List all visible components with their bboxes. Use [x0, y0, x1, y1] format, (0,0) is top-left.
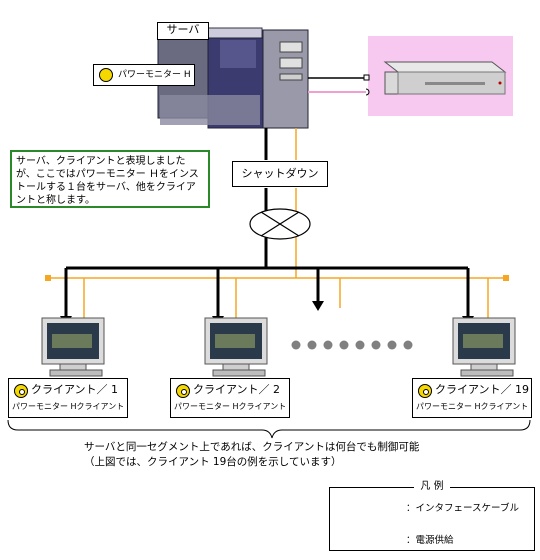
ups-device [383, 61, 507, 95]
caption-line-2: （上図では、クライアント 19台の例を示しています） [84, 456, 342, 468]
legend-box: 凡 例 ：インタフェースケーブル ：電源供給 [329, 481, 535, 551]
client-computer-1 [41, 317, 105, 377]
cd-icon [418, 384, 432, 398]
legend-interface-label: ：インタフェースケーブル [406, 503, 519, 514]
client-sub: パワーモニター Hクライアント [12, 402, 125, 411]
client-name: クライアント／ 19 [435, 383, 530, 396]
client-label-2: クライアント／ 2 パワーモニター Hクライアント [170, 378, 290, 418]
client-computer-2 [204, 317, 268, 377]
server-device [157, 27, 309, 129]
drop-client-1 [60, 268, 72, 326]
client-sub: パワーモニター Hクライアント [174, 402, 287, 411]
client-sub: パワーモニター Hクライアント [416, 402, 529, 411]
client-computer-19 [452, 317, 516, 377]
caption-line-1: サーバと同一セグメント上であれば、クライアントは何台でも制御可能 [84, 441, 420, 453]
server-pm-text: パワーモニター H [118, 70, 191, 80]
cd-icon [14, 384, 28, 398]
cd-icon [176, 384, 190, 398]
diagram-caption: サーバと同一セグメント上であれば、クライアントは何台でも制御可能 （上図では、ク… [84, 440, 419, 470]
legend-title: 凡 例 [330, 480, 534, 494]
client-name: クライアント／ 1 [31, 383, 119, 396]
client-label-19: クライアント／ 19 パワーモニター Hクライアント [412, 378, 532, 418]
drop-client-mid [312, 268, 324, 311]
cd-icon [99, 68, 113, 82]
legend-power-label: ：電源供給 [406, 535, 454, 546]
drop-client-2 [212, 268, 224, 326]
more-clients-dots [291, 340, 413, 350]
clients-brace [7, 419, 531, 439]
client-label-1: クライアント／ 1 パワーモニター Hクライアント [8, 378, 128, 418]
server-label: サーバ [157, 22, 209, 40]
hub-symbol [249, 208, 311, 240]
drop-client-19 [462, 268, 474, 326]
server-pm-label: パワーモニター H [93, 64, 195, 86]
client-name: クライアント／ 2 [193, 383, 281, 396]
shutdown-label: シャットダウン [232, 161, 328, 187]
explanation-note: サーバ、クライアントと表現しましたが、ここではパワーモニター Ｈをインストールす… [10, 150, 210, 208]
